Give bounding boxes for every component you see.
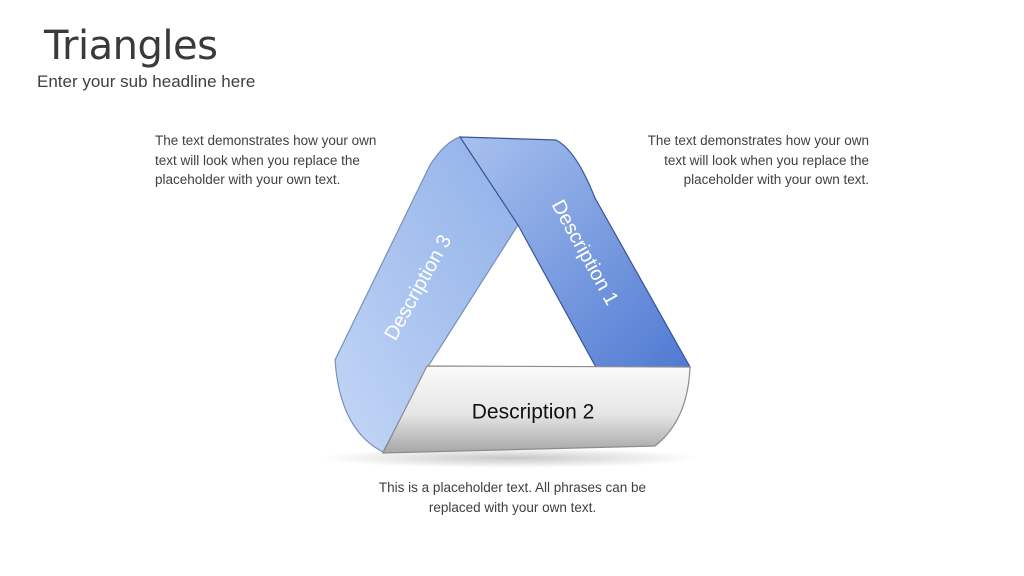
right-description-text: The text demonstrates how your own text … (647, 133, 869, 187)
page-title: Triangles (44, 23, 218, 69)
left-description-text: The text demonstrates how your own text … (155, 133, 377, 187)
diagram-shadow (320, 448, 700, 468)
segment-2 (382, 365, 691, 454)
segment-2-label: Description 2 (472, 401, 595, 424)
page-subtitle: Enter your sub headline here (37, 72, 256, 91)
segment-3 (334, 136, 519, 453)
bottom-description-text: This is a placeholder text. All phrases … (378, 480, 647, 515)
